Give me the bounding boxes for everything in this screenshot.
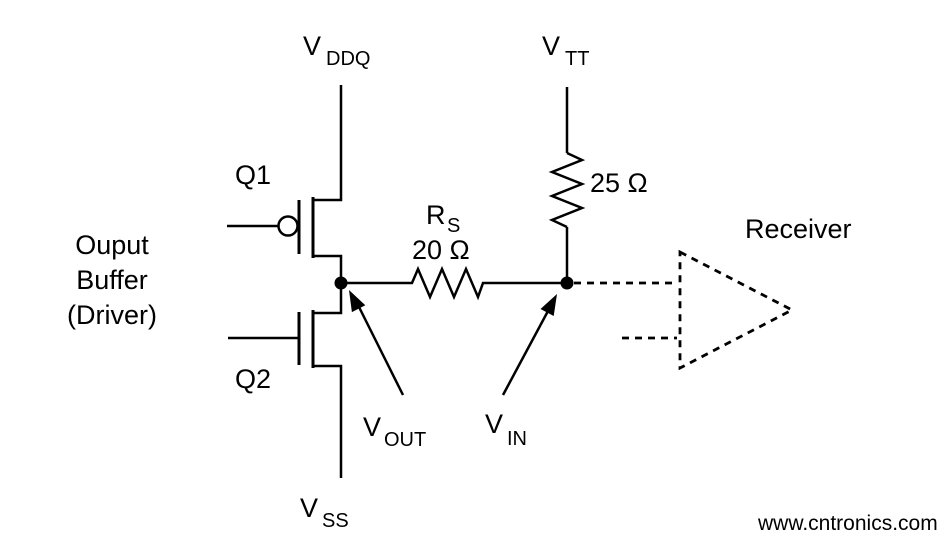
vtt-label: V xyxy=(542,31,560,61)
termination-value-label: 25 Ω xyxy=(590,168,648,198)
vin-arrow-line xyxy=(501,310,550,396)
series-resistor-rs xyxy=(341,265,567,301)
receiver-label: Receiver xyxy=(745,214,852,244)
q1-source-wire xyxy=(313,254,343,283)
vout-node-dot xyxy=(334,276,348,290)
rs-ref-label: R xyxy=(426,200,446,230)
q2-label: Q2 xyxy=(235,364,271,394)
vout-label: V xyxy=(363,412,381,442)
q1-label: Q1 xyxy=(235,160,271,190)
vtt-label-sub: TT xyxy=(565,48,589,70)
nmos-q2 xyxy=(228,283,343,478)
vss-label-sub: SS xyxy=(322,510,349,532)
receiver-triangle xyxy=(678,249,796,371)
driver-label-line2: Buffer xyxy=(76,265,148,295)
q2-source-wire xyxy=(313,364,343,478)
vout-label-sub: OUT xyxy=(384,429,426,451)
vddq-label-sub: DDQ xyxy=(326,48,370,70)
rs-value-label: 20 Ω xyxy=(412,235,470,265)
vout-arrow xyxy=(349,290,405,396)
vin-label: V xyxy=(485,409,503,439)
driver-label-line1: Ouput xyxy=(75,230,149,260)
vout-arrowhead xyxy=(349,290,366,313)
vss-label: V xyxy=(300,493,318,523)
q1-gate-bubble xyxy=(277,215,299,237)
vin-arrow xyxy=(501,294,557,396)
vout-arrow-line xyxy=(357,306,405,396)
rs-ref-label-sub: S xyxy=(447,215,460,237)
vddq-drop-wire xyxy=(313,85,343,202)
q2-drain-wire xyxy=(313,283,343,315)
receiver-symbol xyxy=(574,249,796,371)
vin-arrowhead xyxy=(540,294,557,316)
watermark-text: www.cntronics.com xyxy=(757,512,938,535)
vin-node-dot xyxy=(560,276,574,290)
pmos-q1 xyxy=(227,85,343,283)
termination-resistor-25ohm xyxy=(548,87,586,283)
termination-resistor-zigzag xyxy=(548,151,586,229)
vin-label-sub: IN xyxy=(507,428,527,450)
driver-label-line3: (Driver) xyxy=(67,300,157,330)
vddq-label: V xyxy=(303,31,321,61)
